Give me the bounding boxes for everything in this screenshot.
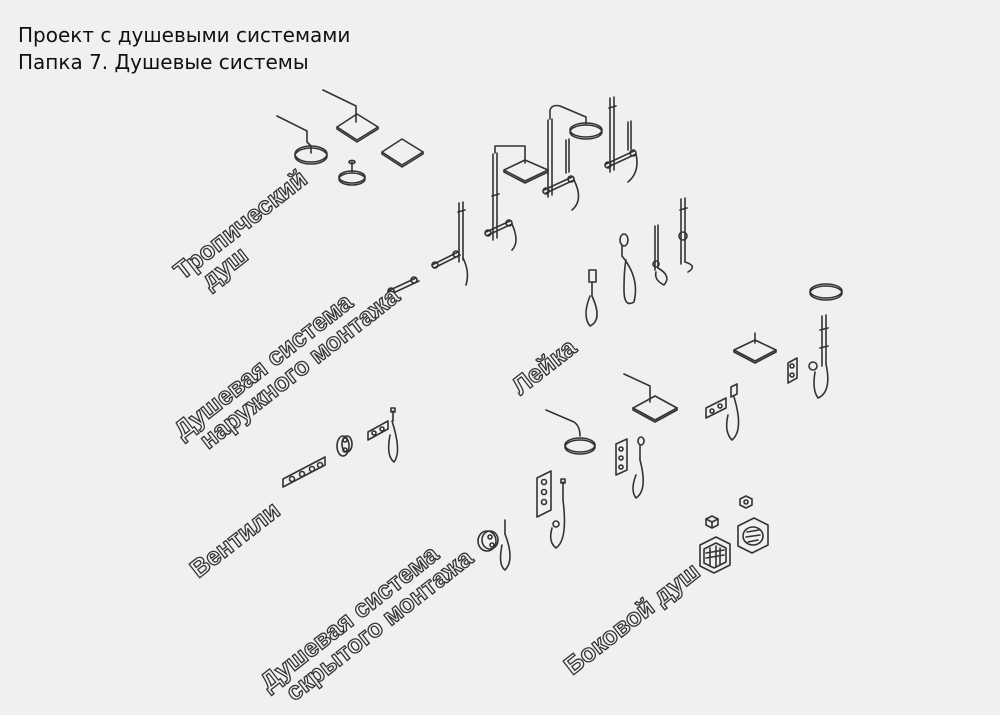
concealed-panel-with-hand-shower bbox=[615, 436, 645, 499]
exposed-shower-column-square bbox=[484, 145, 549, 251]
side-shower-small-round bbox=[739, 495, 753, 509]
concealed-vertical-panel-hand-shower bbox=[536, 470, 566, 549]
page-header: Проект с душевыми системами Папка 7. Душ… bbox=[18, 22, 350, 76]
exposed-thermostat-bar bbox=[387, 276, 420, 295]
hand-shower-round-head bbox=[619, 233, 637, 305]
project-title: Проект с душевыми системами bbox=[18, 23, 351, 47]
concealed-control-and-slide-rail bbox=[787, 314, 829, 399]
side-shower-large-grid bbox=[699, 536, 731, 574]
exposed-thermostat-slider bbox=[431, 201, 469, 286]
hand-shower-rail-set bbox=[678, 197, 694, 273]
rain-shower-round-wall bbox=[276, 115, 328, 165]
concealed-ceiling-round-rain-shower bbox=[809, 283, 843, 301]
rain-shower-round-ceiling bbox=[338, 159, 366, 186]
hand-shower-holder-hose bbox=[585, 269, 598, 327]
exposed-shower-set-slide-bar bbox=[604, 96, 638, 183]
rain-shower-square-wall bbox=[322, 89, 379, 143]
rain-shower-square-ceiling bbox=[381, 138, 424, 168]
concealed-round-rain-shower bbox=[545, 409, 596, 455]
valve-with-hand-shower bbox=[367, 407, 399, 463]
side-shower-large-round bbox=[737, 517, 769, 554]
valve-panel-four-knob bbox=[282, 456, 326, 488]
concealed-square-rain-shower bbox=[623, 373, 678, 423]
hand-shower-bracket bbox=[652, 224, 668, 286]
valve-round-mixer bbox=[336, 435, 353, 457]
folder-title: Папка 7. Душевые системы bbox=[18, 50, 309, 74]
concealed-ceiling-square-rain-shower bbox=[733, 332, 777, 364]
exposed-shower-column-round bbox=[542, 104, 603, 211]
concealed-round-mixer-hand-shower bbox=[477, 519, 511, 571]
side-shower-small-square bbox=[705, 515, 719, 529]
concealed-thermostat-hand-shower bbox=[705, 383, 740, 441]
shower-systems-illustration bbox=[276, 89, 843, 574]
